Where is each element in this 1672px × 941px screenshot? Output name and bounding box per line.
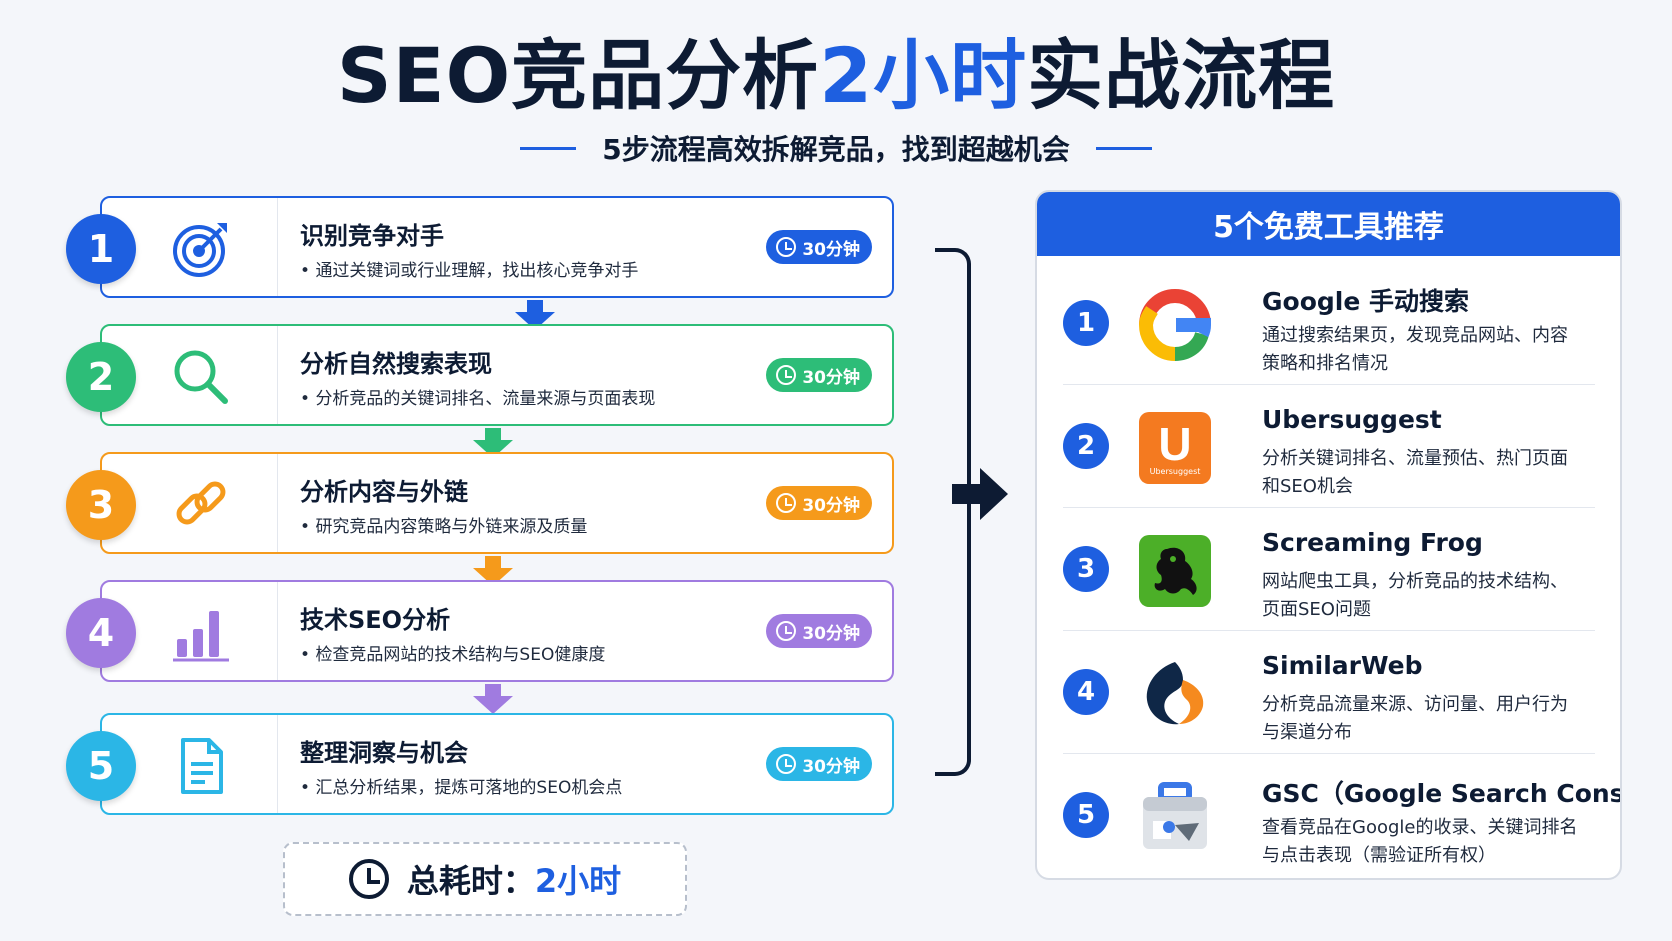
tool-number: 3 <box>1063 546 1109 592</box>
clock-icon <box>776 365 797 385</box>
tools-panel: 5个免费工具推荐 1 Google 手动搜索 通过搜索结果页，发现竞品网站、内容… <box>1035 190 1622 880</box>
document-icon <box>166 735 236 797</box>
title-part2: 实战流程 <box>1027 31 1336 120</box>
step-number: 1 <box>66 214 136 284</box>
tool-number: 1 <box>1063 300 1109 346</box>
step-divider <box>277 326 278 424</box>
subtitle: 5步流程高效拆解竞品，找到超越机会 <box>602 133 1070 166</box>
flow-arrow-stem <box>485 428 501 440</box>
step-card-5: 5 整理洞察与机会 汇总分析结果，提炼可落地的SEO机会点 30分钟 <box>66 713 894 815</box>
screaming-frog-logo-icon <box>1137 533 1213 609</box>
step-card-4: 4 技术SEO分析 检查竞品网站的技术结构与SEO健康度 30分钟 <box>66 580 894 682</box>
tool-description: 查看竞品在Google的收录、关键词排名与点击表现（需验证所有权） <box>1262 817 1578 866</box>
tool-item-5: 5 GSC（Google Search Console） 查看竞品在Google… <box>1063 754 1620 877</box>
step-description: 研究竞品内容策略与外链来源及质量 <box>300 512 587 537</box>
clock-icon <box>776 754 797 774</box>
target-icon <box>166 218 236 280</box>
page-title: SEO竞品分析2小时实战流程 <box>0 30 1672 122</box>
flow-arrow-stem <box>527 300 543 312</box>
similarweb-logo-icon <box>1137 656 1213 732</box>
search-console-logo-icon <box>1137 779 1213 855</box>
arrow-right-icon <box>952 468 1008 520</box>
step-title: 分析内容与外链 <box>300 478 468 506</box>
step-time: 30分钟 <box>802 495 860 516</box>
step-description: 分析竞品的关键词排名、流量来源与页面表现 <box>300 384 655 409</box>
subtitle-right-line <box>1095 146 1152 150</box>
tool-item-3: 3 Screaming Frog 网站爬虫工具，分析竞品的技术结构、页面SEO问… <box>1063 508 1595 631</box>
clock-icon <box>776 237 797 257</box>
step-divider <box>277 454 278 552</box>
total-label: 总耗时：2小时 <box>406 862 622 900</box>
title-part1: SEO竞品分析 <box>336 31 820 120</box>
step-number: 5 <box>66 731 136 801</box>
tool-item-4: 4 SimilarWeb 分析竞品流量来源、访问量、用户行为与渠道分布 <box>1063 631 1595 754</box>
step-time-badge: 30分钟 <box>766 614 872 648</box>
tool-description: 分析关键词排名、流量预估、热门页面和SEO机会 <box>1262 448 1568 497</box>
total-time-box: 总耗时：2小时 <box>283 842 687 916</box>
flow-arrow-down-icon <box>473 696 513 714</box>
step-card-2: 2 分析自然搜索表现 分析竞品的关键词排名、流量来源与页面表现 30分钟 <box>66 324 894 426</box>
step-title: 分析自然搜索表现 <box>300 350 492 378</box>
tools-panel-title: 5个免费工具推荐 <box>1037 192 1620 256</box>
tool-description: 通过搜索结果页，发现竞品网站、内容策略和排名情况 <box>1262 325 1568 374</box>
ubersuggest-logo-icon: U Ubersuggest <box>1137 410 1213 486</box>
step-number: 2 <box>66 342 136 412</box>
ubersuggest-logo-text: Ubersuggest <box>1149 466 1201 476</box>
tool-number: 2 <box>1063 423 1109 469</box>
tool-description: 分析竞品流量来源、访问量、用户行为与渠道分布 <box>1262 694 1568 743</box>
tool-name: Google 手动搜索 <box>1262 287 1469 316</box>
tool-item-1: 1 Google 手动搜索 通过搜索结果页，发现竞品网站、内容策略和排名情况 <box>1063 262 1595 385</box>
step-title: 识别竞争对手 <box>300 222 444 250</box>
total-value: 2小时 <box>534 862 622 900</box>
step-time-badge: 30分钟 <box>766 486 872 520</box>
step-divider <box>277 198 278 296</box>
google-logo-icon <box>1137 287 1213 363</box>
step-time-badge: 30分钟 <box>766 358 872 392</box>
step-time: 30分钟 <box>802 367 860 388</box>
steps-bracket <box>935 248 971 776</box>
clock-icon <box>776 621 797 641</box>
search-icon <box>166 346 236 408</box>
step-time: 30分钟 <box>802 239 860 260</box>
tool-name: SimilarWeb <box>1262 651 1423 680</box>
clock-icon <box>348 859 389 899</box>
step-card-1: 1 识别竞争对手 通过关键词或行业理解，找出核心竞争对手 30分钟 <box>66 196 894 298</box>
step-number: 4 <box>66 598 136 668</box>
step-description: 汇总分析结果，提炼可落地的SEO机会点 <box>300 773 622 798</box>
step-card-3: 3 分析内容与外链 研究竞品内容策略与外链来源及质量 30分钟 <box>66 452 894 554</box>
tool-name: GSC（Google Search Console） <box>1262 779 1622 808</box>
step-time-badge: 30分钟 <box>766 230 872 264</box>
clock-icon <box>776 493 797 513</box>
tool-number: 4 <box>1063 669 1109 715</box>
step-time: 30分钟 <box>802 756 860 777</box>
tool-description: 网站爬虫工具，分析竞品的技术结构、页面SEO问题 <box>1262 571 1568 620</box>
step-divider <box>277 582 278 680</box>
tool-item-2: 2 U Ubersuggest Ubersuggest 分析关键词排名、流量预估… <box>1063 385 1595 508</box>
subtitle-left-line <box>520 146 577 150</box>
step-time-badge: 30分钟 <box>766 747 872 781</box>
step-title: 整理洞察与机会 <box>300 739 468 767</box>
step-number: 3 <box>66 470 136 540</box>
step-divider <box>277 715 278 813</box>
title-accent: 2小时 <box>819 31 1028 120</box>
tool-name: Screaming Frog <box>1262 528 1483 557</box>
tool-number: 5 <box>1063 792 1109 838</box>
step-description: 检查竞品网站的技术结构与SEO健康度 <box>300 640 605 665</box>
step-title: 技术SEO分析 <box>300 606 451 634</box>
tool-name: Ubersuggest <box>1262 405 1442 434</box>
subtitle-row: 5步流程高效拆解竞品，找到超越机会 <box>0 128 1672 168</box>
bar-chart-icon <box>166 602 236 664</box>
flow-arrow-stem <box>485 556 501 568</box>
step-time: 30分钟 <box>802 623 860 644</box>
step-description: 通过关键词或行业理解，找出核心竞争对手 <box>300 256 638 281</box>
link-icon <box>166 474 236 536</box>
flow-arrow-stem <box>485 684 501 696</box>
